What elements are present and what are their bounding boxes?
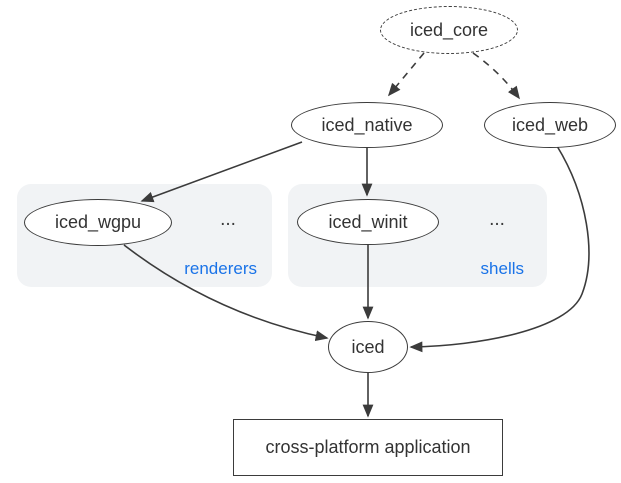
group-shells-label: shells	[480, 259, 524, 278]
node-cross-platform-application: cross-platform application	[233, 419, 503, 476]
edge-iced-native-to-iced-wgpu	[140, 141, 303, 203]
node-iced-core: iced_core	[380, 6, 518, 54]
edge-iced-core-to-iced-web	[472, 52, 520, 100]
node-iced-web: iced_web	[484, 102, 616, 148]
edge-iced-core-to-iced-native	[387, 52, 425, 97]
edge-iced-web-to-iced	[409, 145, 590, 353]
node-iced-wgpu: iced_wgpu	[24, 199, 172, 246]
node-iced: iced	[328, 321, 408, 373]
edge-iced-wgpu-to-iced	[123, 244, 329, 342]
group-renderers-ellipsis: ...	[220, 209, 236, 230]
group-renderers-label: renderers	[184, 259, 257, 278]
node-iced-winit: iced_winit	[297, 199, 439, 245]
group-shells-ellipsis: ...	[489, 209, 505, 230]
node-iced-native: iced_native	[291, 102, 443, 148]
